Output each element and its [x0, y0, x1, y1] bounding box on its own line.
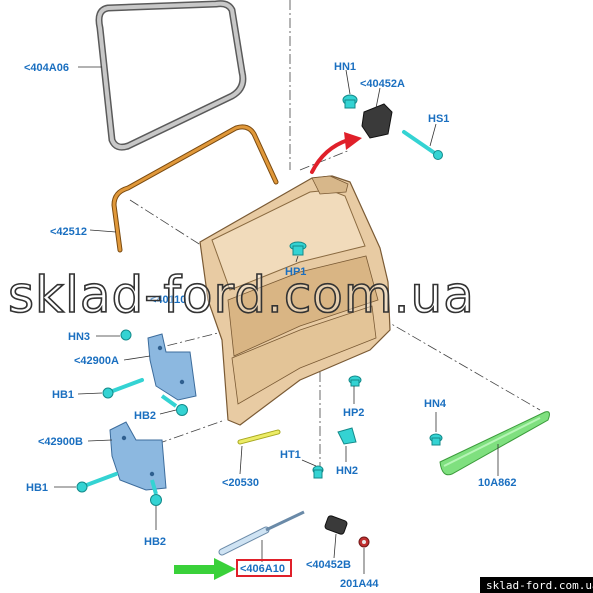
leader-hn1	[345, 69, 351, 95]
leader-hinge-lower	[139, 419, 226, 451]
leader-20530	[239, 445, 243, 475]
highlight-box	[236, 559, 292, 577]
label-rod[interactable]: <20530	[222, 477, 259, 489]
spoiler-part[interactable]	[439, 411, 550, 476]
leader-40452B	[333, 533, 337, 559]
label-hb2-upper[interactable]: HB2	[134, 410, 156, 422]
gas-strut-part[interactable]	[218, 510, 305, 556]
tailgate-part[interactable]	[199, 175, 391, 426]
hinge-upper-part[interactable]	[147, 333, 197, 401]
clip-hn2-part[interactable]	[337, 427, 357, 445]
clip-hn4-part[interactable]	[429, 433, 443, 446]
label-hs1[interactable]: HS1	[428, 113, 449, 125]
bolt-hs1-part[interactable]	[402, 130, 443, 160]
label-seal-upper[interactable]: <404A06	[24, 62, 69, 74]
label-spoiler[interactable]: 10A862	[478, 477, 517, 489]
label-latch-striker[interactable]: <40452A	[360, 78, 405, 90]
watermark: sklad-ford.com.ua	[8, 266, 475, 324]
leader-latch	[299, 149, 351, 171]
label-hinge-upper[interactable]: <42900A	[74, 355, 119, 367]
seal-lower-part[interactable]	[111, 124, 279, 253]
label-latch-lower[interactable]: <40452B	[306, 559, 351, 571]
hinge-lower-part[interactable]	[109, 421, 167, 491]
leader-hb1-upper	[77, 392, 103, 395]
label-hinge-lower[interactable]: <42900B	[38, 436, 83, 448]
bolt-hb1-upper-part[interactable]	[102, 378, 144, 399]
red-arrow-icon	[310, 132, 362, 174]
label-hb1-lower[interactable]: HB1	[26, 482, 48, 494]
footer-text: sklad-ford.com.ua	[486, 579, 593, 592]
label-hn4[interactable]: HN4	[424, 398, 447, 410]
leader-42512	[89, 229, 117, 233]
label-gas-strut[interactable]: <406A10	[240, 563, 285, 575]
label-hn1[interactable]: HN1	[334, 61, 356, 73]
label-hn3[interactable]: HN3	[68, 331, 90, 343]
grommet-part[interactable]	[358, 536, 370, 548]
clip-hn1-part[interactable]	[342, 94, 358, 109]
leader-ht1	[301, 459, 317, 467]
label-ht1[interactable]: HT1	[280, 449, 301, 461]
clip-hn3-part[interactable]	[120, 329, 132, 341]
leader-hp1	[295, 255, 299, 263]
clip-hp2-part[interactable]	[348, 375, 362, 387]
label-hp1[interactable]: HP1	[285, 266, 306, 278]
leader-42900A	[123, 355, 151, 361]
leader-hb2-upper	[159, 409, 177, 415]
bolt-hb2-lower-part[interactable]	[150, 479, 162, 506]
label-grommet[interactable]: 201A44	[340, 578, 379, 590]
clip-hp1-part[interactable]	[289, 241, 307, 256]
label-hp2[interactable]: HP2	[343, 407, 364, 419]
rod-part[interactable]	[237, 429, 281, 445]
leader-hs1	[429, 123, 437, 147]
leader-40452A	[375, 87, 381, 109]
label-seal-lower[interactable]: <42512	[50, 226, 87, 238]
clip-ht1-part[interactable]	[312, 465, 324, 479]
latch-striker-part[interactable]	[361, 103, 393, 139]
label-tailgate[interactable]: <40110	[150, 294, 186, 306]
bolt-hb1-lower-part[interactable]	[76, 472, 118, 493]
bolt-hb2-upper-part[interactable]	[160, 394, 188, 416]
label-hb2-lower[interactable]: HB2	[144, 536, 166, 548]
leader-42900B	[87, 439, 113, 442]
latch-lower-part[interactable]	[324, 515, 348, 535]
green-arrow-icon	[174, 558, 236, 580]
label-hb1-upper[interactable]: HB1	[52, 389, 74, 401]
label-hn2[interactable]: HN2	[336, 465, 358, 477]
footer-bar	[480, 577, 593, 593]
seal-upper-part[interactable]	[95, 0, 247, 151]
